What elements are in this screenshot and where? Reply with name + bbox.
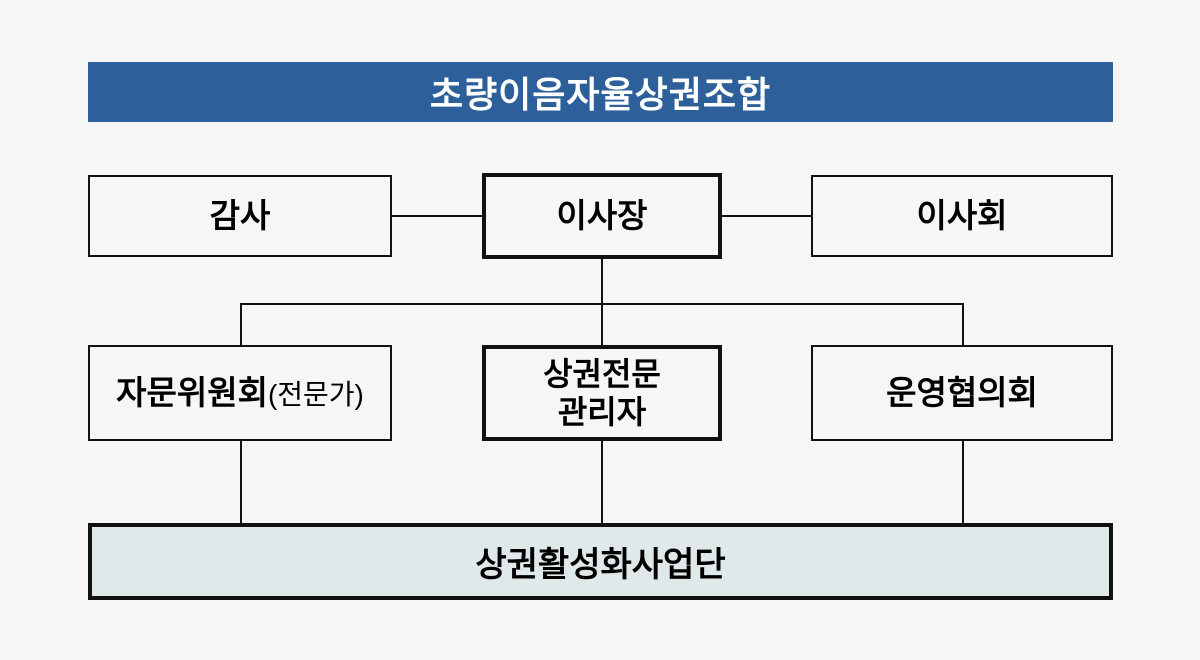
advisory-suffix-text: (전문가) [267, 379, 364, 411]
connector-council-group [962, 439, 964, 525]
connector-branch-advisory [240, 303, 242, 347]
org-title-text: 초량이음자율상권조합 [429, 74, 772, 115]
district-manager-line1: 상권전문 [543, 355, 661, 392]
connector-branch-council [962, 303, 964, 347]
chairman-label: 이사장 [556, 197, 648, 235]
operation-council-label: 운영협의회 [886, 374, 1038, 412]
advisory-committee-box: 자문위원회(전문가) [88, 345, 392, 441]
connector-chairman-branch [601, 255, 603, 305]
board-label: 이사회 [916, 197, 1008, 235]
revitalization-group-label: 상권활성화사업단 [475, 546, 726, 584]
connector-branch-manager [601, 303, 603, 347]
audit-box: 감사 [88, 175, 392, 257]
operation-council-box: 운영협의회 [811, 345, 1113, 441]
revitalization-group-box: 상권활성화사업단 [88, 523, 1113, 600]
advisory-committee-label: 자문위원회(전문가) [116, 373, 364, 413]
district-manager-line2: 관리자 [557, 394, 647, 430]
chairman-box: 이사장 [482, 173, 722, 259]
connector-chairman-board [722, 215, 811, 217]
district-manager-box: 상권전문 관리자 [482, 345, 722, 441]
advisory-main-text: 자문위원회 [116, 374, 268, 412]
connector-manager-group [601, 439, 603, 525]
org-title-banner: 초량이음자율상권조합 [88, 62, 1113, 122]
board-box: 이사회 [811, 175, 1113, 257]
connector-audit-chairman [392, 215, 482, 217]
audit-label: 감사 [209, 197, 271, 235]
connector-advisory-group [240, 439, 242, 525]
